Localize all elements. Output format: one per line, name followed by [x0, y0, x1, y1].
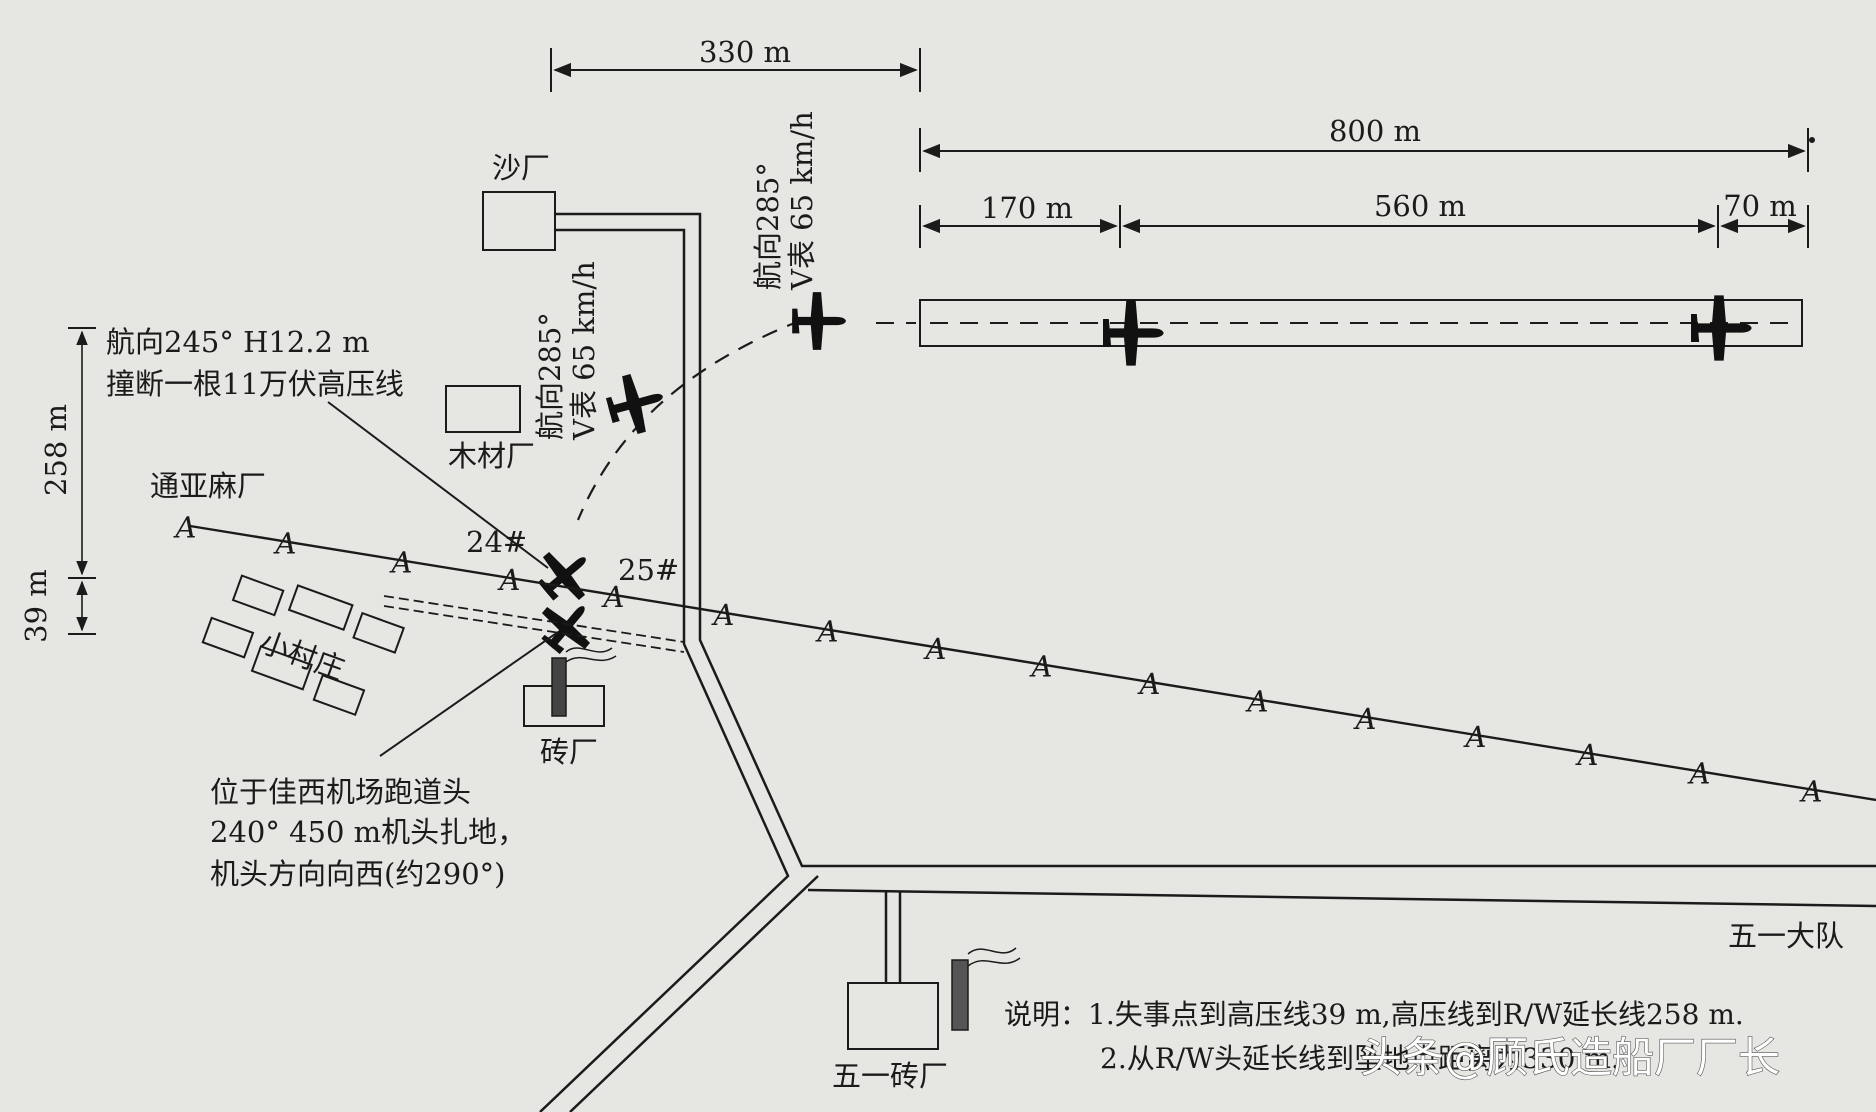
dim-330: 330 m	[550, 35, 921, 92]
dim-39-label: 39 m	[19, 569, 53, 643]
svg-text:机头方向向西(约290°): 机头方向向西(约290°)	[210, 857, 505, 891]
notes: 说明：1.失事点到高压线39 m,高压线到R/W延长线258 m. 2.从R/W…	[1004, 998, 1744, 1075]
svg-text:五一砖厂: 五一砖厂	[832, 1059, 948, 1093]
power-pole-marker: A	[1463, 720, 1487, 754]
dim-170-label: 170 m	[981, 191, 1073, 225]
svg-text:木材厂: 木材厂	[448, 439, 535, 473]
airplane-icon	[1691, 295, 1752, 361]
dim-560-label: 560 m	[1374, 189, 1466, 223]
svg-text:2.从R/W头延长线到坠地点距离为330 m.: 2.从R/W头延长线到坠地点距离为330 m.	[1100, 1042, 1620, 1075]
lumber-factory: 木材厂	[445, 385, 535, 473]
wuyi-brigade-label: 五一大队	[1728, 919, 1844, 953]
dim-vertical: 258 m 39 m	[19, 327, 96, 643]
power-pole-marker: A	[601, 580, 625, 614]
dim-800: 800 m	[919, 114, 1815, 172]
dim-330-label: 330 m	[699, 35, 791, 69]
watermark: 头条@顾氏造船厂厂长	[1360, 1033, 1780, 1082]
runway-extension-line	[383, 595, 685, 653]
power-pole-marker: A	[923, 632, 947, 666]
strike-annotation: 航向245° H12.2 m 撞断一根11万伏高压线	[106, 325, 549, 569]
svg-text:沙厂: 沙厂	[492, 151, 550, 185]
tongya-factory-label: 通亚麻厂	[150, 469, 266, 503]
power-pole-marker: A	[1353, 702, 1377, 736]
power-pole-marker: A	[1687, 756, 1711, 790]
svg-text:V表 65 km/h: V表 65 km/h	[785, 111, 819, 291]
power-pole-marker: A	[389, 545, 413, 579]
crashed-airplane-icon	[529, 588, 606, 665]
airplane-icon	[792, 292, 846, 350]
power-pole-marker: A	[1575, 738, 1599, 772]
brick-factory: 砖厂	[523, 647, 617, 769]
svg-text:位于佳西机场跑道头: 位于佳西机场跑道头	[210, 775, 471, 809]
runway	[876, 299, 1803, 347]
dim-800-label: 800 m	[1329, 114, 1421, 148]
road	[539, 212, 1876, 1112]
power-poles: A A A A A A A A A A A A A A A A	[173, 510, 1823, 808]
power-pole-marker: A	[273, 527, 297, 561]
svg-text:240° 450 m机头扎地，: 240° 450 m机头扎地，	[210, 815, 526, 849]
power-pole-marker: A	[497, 563, 521, 597]
power-pole-marker: A	[173, 510, 197, 544]
power-pole-marker: A	[1799, 775, 1823, 809]
pole-24-label: 24#	[466, 525, 527, 559]
wuyi-brick-factory: 五一砖厂	[832, 947, 1021, 1093]
village: 小村庄	[201, 574, 406, 717]
dim-258-label: 258 m	[39, 404, 73, 496]
power-line	[189, 524, 1876, 802]
svg-text:航向285°: 航向285°	[751, 162, 785, 290]
svg-text:砖厂: 砖厂	[540, 735, 598, 769]
airplane-icon	[527, 536, 604, 613]
power-pole-marker: A	[815, 615, 839, 649]
crash-annotation: 位于佳西机场跑道头 240° 450 m机头扎地， 机头方向向西(约290°)	[210, 631, 559, 891]
flight-path	[576, 318, 803, 521]
svg-text:说明：1.失事点到高压线39 m,高压线到R/W延长线258: 说明：1.失事点到高压线39 m,高压线到R/W延长线258 m.	[1004, 998, 1744, 1031]
pole-25-label: 25#	[618, 553, 679, 587]
power-pole-marker: A	[1137, 667, 1161, 701]
svg-text:航向245° H12.2 m: 航向245° H12.2 m	[106, 325, 370, 359]
power-pole-marker: A	[1245, 685, 1269, 719]
dim-70-label: 70 m	[1723, 189, 1797, 223]
sand-factory: 沙厂	[482, 151, 556, 251]
power-pole-marker: A	[1029, 649, 1053, 683]
heading-label-lower: 航向285° V表 65 km/h	[533, 261, 601, 441]
svg-text:V表 65 km/h: V表 65 km/h	[567, 261, 601, 441]
svg-text:航向285°: 航向285°	[533, 312, 567, 440]
dim-segments: 170 m 560 m 70 m	[919, 189, 1809, 248]
svg-text:撞断一根11万伏高压线: 撞断一根11万伏高压线	[106, 367, 404, 401]
airplane-icon	[1103, 300, 1164, 366]
heading-label-upper: 航向285° V表 65 km/h	[751, 111, 819, 291]
power-pole-marker: A	[711, 598, 735, 632]
